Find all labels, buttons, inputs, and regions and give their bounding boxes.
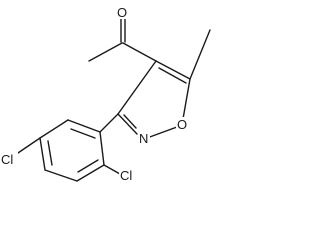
bond-aryl-1-inner: [70, 128, 96, 139]
bond-aryl-2: [39, 119, 69, 139]
bond-aryl-3-inner: [47, 140, 53, 166]
bond-c5-o1: [182, 78, 191, 120]
bond-aryl-to-cl-para: [14, 137, 41, 156]
bond-aryl-5: [76, 164, 105, 182]
bond-c3-to-aryl: [99, 113, 119, 133]
bond-o1-n2: [146, 126, 178, 139]
atom-labels: O N O Cl Cl: [0, 5, 188, 183]
isoxazole-ring: [117, 29, 211, 139]
ring-oxygen-label: O: [177, 117, 187, 132]
acetyl-group: [88, 17, 157, 62]
bond-carbonyl-to-ring: [122, 42, 157, 62]
bond-aryl-1: [67, 119, 101, 133]
bond-aryl-6: [99, 131, 105, 166]
dichlorophenyl-ring: [14, 113, 121, 182]
bond-aryl-5-inner: [77, 159, 99, 173]
chlorine-para-label: Cl: [1, 152, 13, 167]
bond-n2-c3-inner: [123, 114, 137, 129]
bond-n2-c3: [117, 113, 138, 135]
chlorine-ortho-label: Cl: [120, 168, 132, 183]
bond-c4-c5-inner: [158, 67, 187, 84]
chemical-structure-diagram: O N O Cl Cl: [0, 5, 211, 183]
bond-c4-c5: [155, 60, 191, 80]
carbonyl-oxygen-label: O: [117, 5, 127, 20]
bond-c3-c4: [117, 60, 157, 115]
bond-aryl-4: [44, 169, 78, 182]
bond-c5-methyl: [189, 29, 211, 80]
bond-aryl-3: [39, 137, 46, 171]
bond-methyl-to-carbonyl: [88, 42, 123, 62]
ring-nitrogen-label: N: [139, 131, 148, 146]
bond-aryl-to-cl-ortho: [103, 164, 121, 175]
